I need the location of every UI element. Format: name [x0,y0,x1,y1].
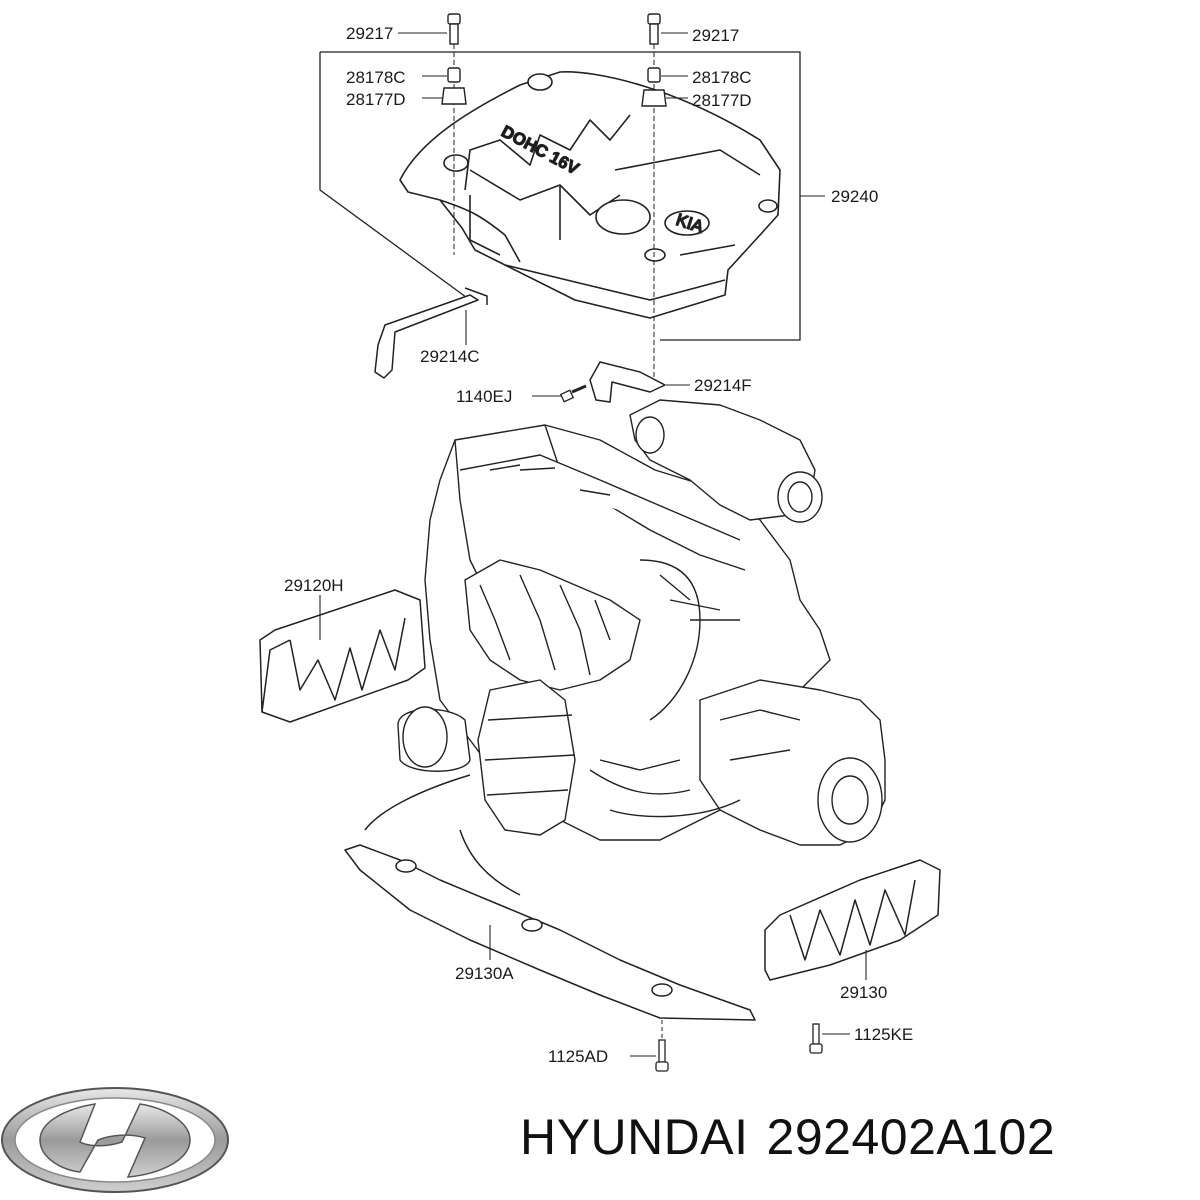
heat-shield-right [764,859,941,981]
label-bolt-shield: 1125KE [854,1025,913,1044]
bracket-left [374,287,488,379]
hyundai-logo-icon [1,1087,229,1193]
left-hardware-stack [441,13,467,255]
grommet-left [441,87,467,105]
cover-mount-hole-rear-left [527,73,553,91]
label-under-cover: 29130A [455,964,514,983]
label-collar-right: 28178C [692,68,752,87]
part-number: 292402A102 [766,1109,1056,1165]
label-heat-shield-left: 29120H [284,576,344,595]
collar-left [447,67,461,83]
heat-shield-left [259,589,426,723]
right-hardware-stack [641,13,667,380]
collar-right [647,67,661,83]
label-grommet-right: 28177D [692,91,752,110]
under-cover [344,774,756,1021]
label-bolt-right: 29217 [692,26,739,45]
engine-assembly [397,399,886,846]
label-bolt-bracket: 1140EJ [456,387,512,406]
label-bracket-right: 29214F [694,376,752,395]
cover-mount-hole-front-left [443,154,469,172]
bolt-under [655,1020,669,1072]
bolt-left [447,13,461,25]
oil-filler-opening [595,199,651,235]
bolt-shield [809,1023,823,1054]
cover-mount-hole-front-right [644,248,666,262]
bracket-right [589,361,666,403]
leader-lines [319,32,867,1057]
cover-mount-hole-right [758,199,778,213]
engine-cover: KIA DOHC 16V [399,71,781,319]
label-heat-shield-right: 29130 [840,983,887,1002]
brand-name: HYUNDAI [520,1109,749,1165]
label-bolt-left: 29217 [346,24,393,43]
bolt-bracket [559,384,587,403]
label-collar-left: 28178C [346,68,406,87]
label-bolt-under: 1125AD [548,1047,608,1066]
grommet-right [641,89,667,107]
kia-emblem [664,210,710,236]
bolt-right [647,13,661,25]
part-number-footer: HYUNDAI 292402A102 [520,1108,1073,1166]
label-engine-cover: 29240 [831,187,878,206]
label-grommet-left: 28177D [346,90,406,109]
label-bracket-left: 29214C [420,347,480,366]
